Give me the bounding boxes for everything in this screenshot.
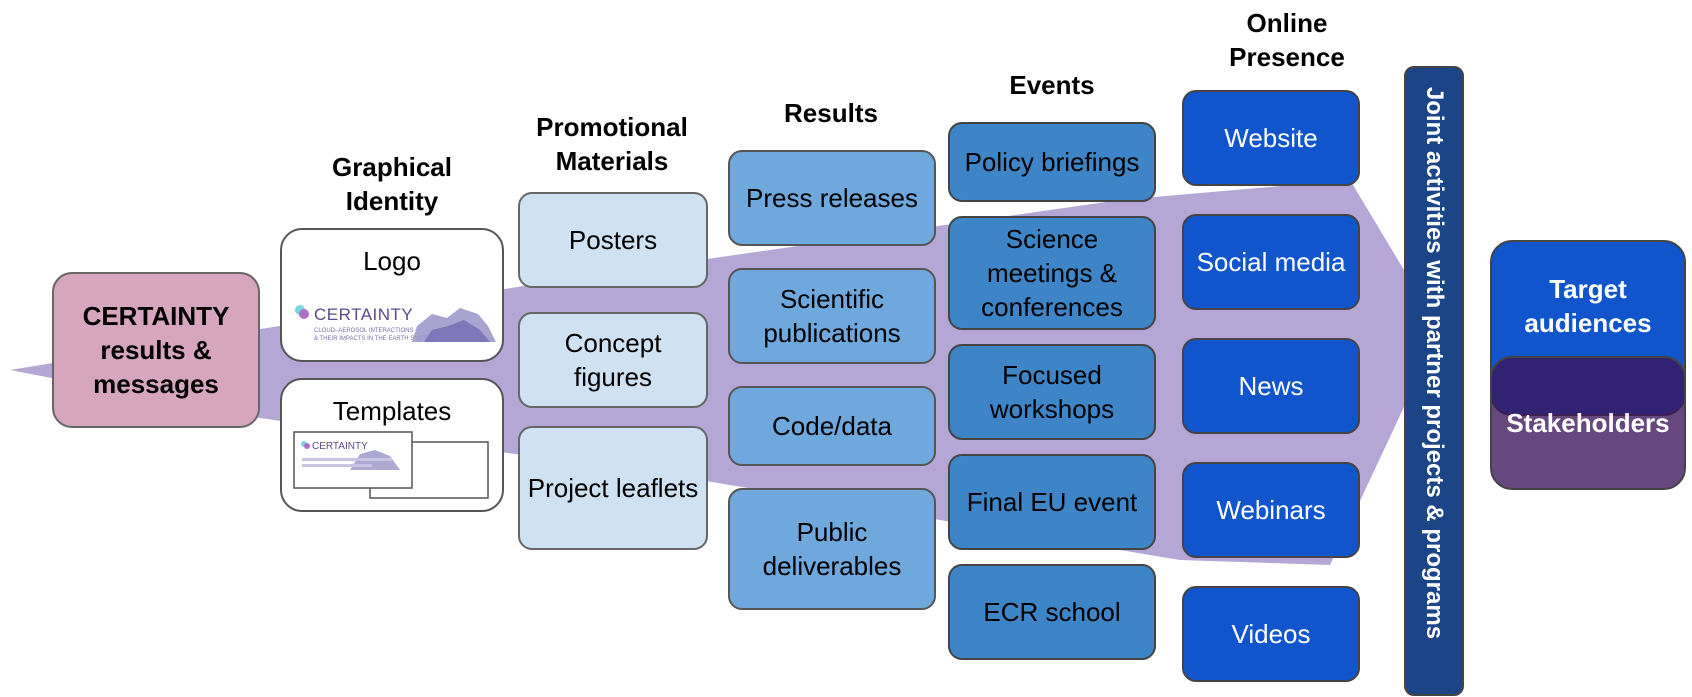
online-label: Website <box>1224 123 1318 153</box>
stakeholders-box: Stakeholders <box>1490 356 1686 490</box>
logo-graphic: CERTAINTY CLOUD–AEROSOL INTERACTIONS & T… <box>295 305 496 342</box>
online-social-media: Social media <box>1182 214 1360 310</box>
promo-posters: Posters <box>518 192 708 288</box>
promo-project-leaflets: Project leaflets <box>518 426 708 550</box>
header-online-presence: Online Presence <box>1229 8 1345 72</box>
logo-card: Logo CERTAINTY CLOUD–AEROSOL INTERACTION… <box>280 228 504 362</box>
joint-activities-label: Joint activities with partner projects &… <box>1421 86 1448 640</box>
result-press-releases: Press releases <box>728 150 936 246</box>
template-thumbnails: CERTAINTY <box>290 430 494 500</box>
result-code-data: Code/data <box>728 386 936 466</box>
target-label: Target audiences <box>1524 274 1652 338</box>
template-graphic: CERTAINTY <box>293 431 489 499</box>
result-label: Code/data <box>772 411 892 441</box>
event-label: ECR school <box>983 597 1121 627</box>
result-label: Scientific publications <box>763 284 901 348</box>
online-label: Videos <box>1231 619 1311 649</box>
logo-label: Logo <box>363 246 421 276</box>
stakeholders-label: Stakeholders <box>1506 408 1670 438</box>
header-graphical-identity: Graphical Identity <box>332 152 452 216</box>
online-label: Social media <box>1196 247 1346 277</box>
result-public-deliverables: Public deliverables <box>728 488 936 610</box>
promo-label: Posters <box>568 225 658 255</box>
online-label: Webinars <box>1216 495 1326 525</box>
event-label: Final EU event <box>966 487 1138 517</box>
online-website: Website <box>1182 90 1360 186</box>
source-label: CERTAINTY results & messages <box>82 301 230 399</box>
result-label: Press releases <box>746 183 918 213</box>
result-scientific-publications: Scientific publications <box>728 268 936 364</box>
template-brand-text: CERTAINTY <box>312 441 368 452</box>
event-label: Policy briefings <box>964 147 1140 177</box>
logo-brand-text: CERTAINTY <box>314 305 413 324</box>
event-science-meetings: Science meetings & conferences <box>948 216 1156 330</box>
logo-tagline-1: CLOUD–AEROSOL INTERACTIONS <box>314 328 413 334</box>
header-promotional-materials: Promotional Materials <box>536 112 688 176</box>
certainty-logo: CERTAINTY CLOUD–AEROSOL INTERACTIONS & T… <box>292 300 498 344</box>
event-policy-briefings: Policy briefings <box>948 122 1156 202</box>
source-box: CERTAINTY results & messages <box>52 272 260 428</box>
online-news: News <box>1182 338 1360 434</box>
header-results: Results <box>784 98 878 128</box>
event-focused-workshops: Focused workshops <box>948 344 1156 440</box>
header-events: Events <box>1009 70 1095 100</box>
promo-label: Project leaflets <box>527 473 699 503</box>
online-webinars: Webinars <box>1182 462 1360 558</box>
event-ecr-school: ECR school <box>948 564 1156 660</box>
promo-label: Concept figures <box>564 328 662 392</box>
event-final-eu-event: Final EU event <box>948 454 1156 550</box>
event-label: Science meetings & conferences <box>981 224 1123 322</box>
result-label: Public deliverables <box>762 517 902 581</box>
templates-label: Templates <box>332 396 452 426</box>
logo-tagline-2: & THEIR IMPACTS IN THE EARTH SYSTEM <box>314 336 435 342</box>
online-videos: Videos <box>1182 586 1360 682</box>
promo-concept-figures: Concept figures <box>518 312 708 408</box>
online-label: News <box>1238 371 1304 401</box>
templates-card: Templates CERTAINTY <box>280 378 504 512</box>
event-label: Focused workshops <box>989 360 1115 424</box>
joint-activities-bar: Joint activities with partner projects &… <box>1404 66 1464 696</box>
